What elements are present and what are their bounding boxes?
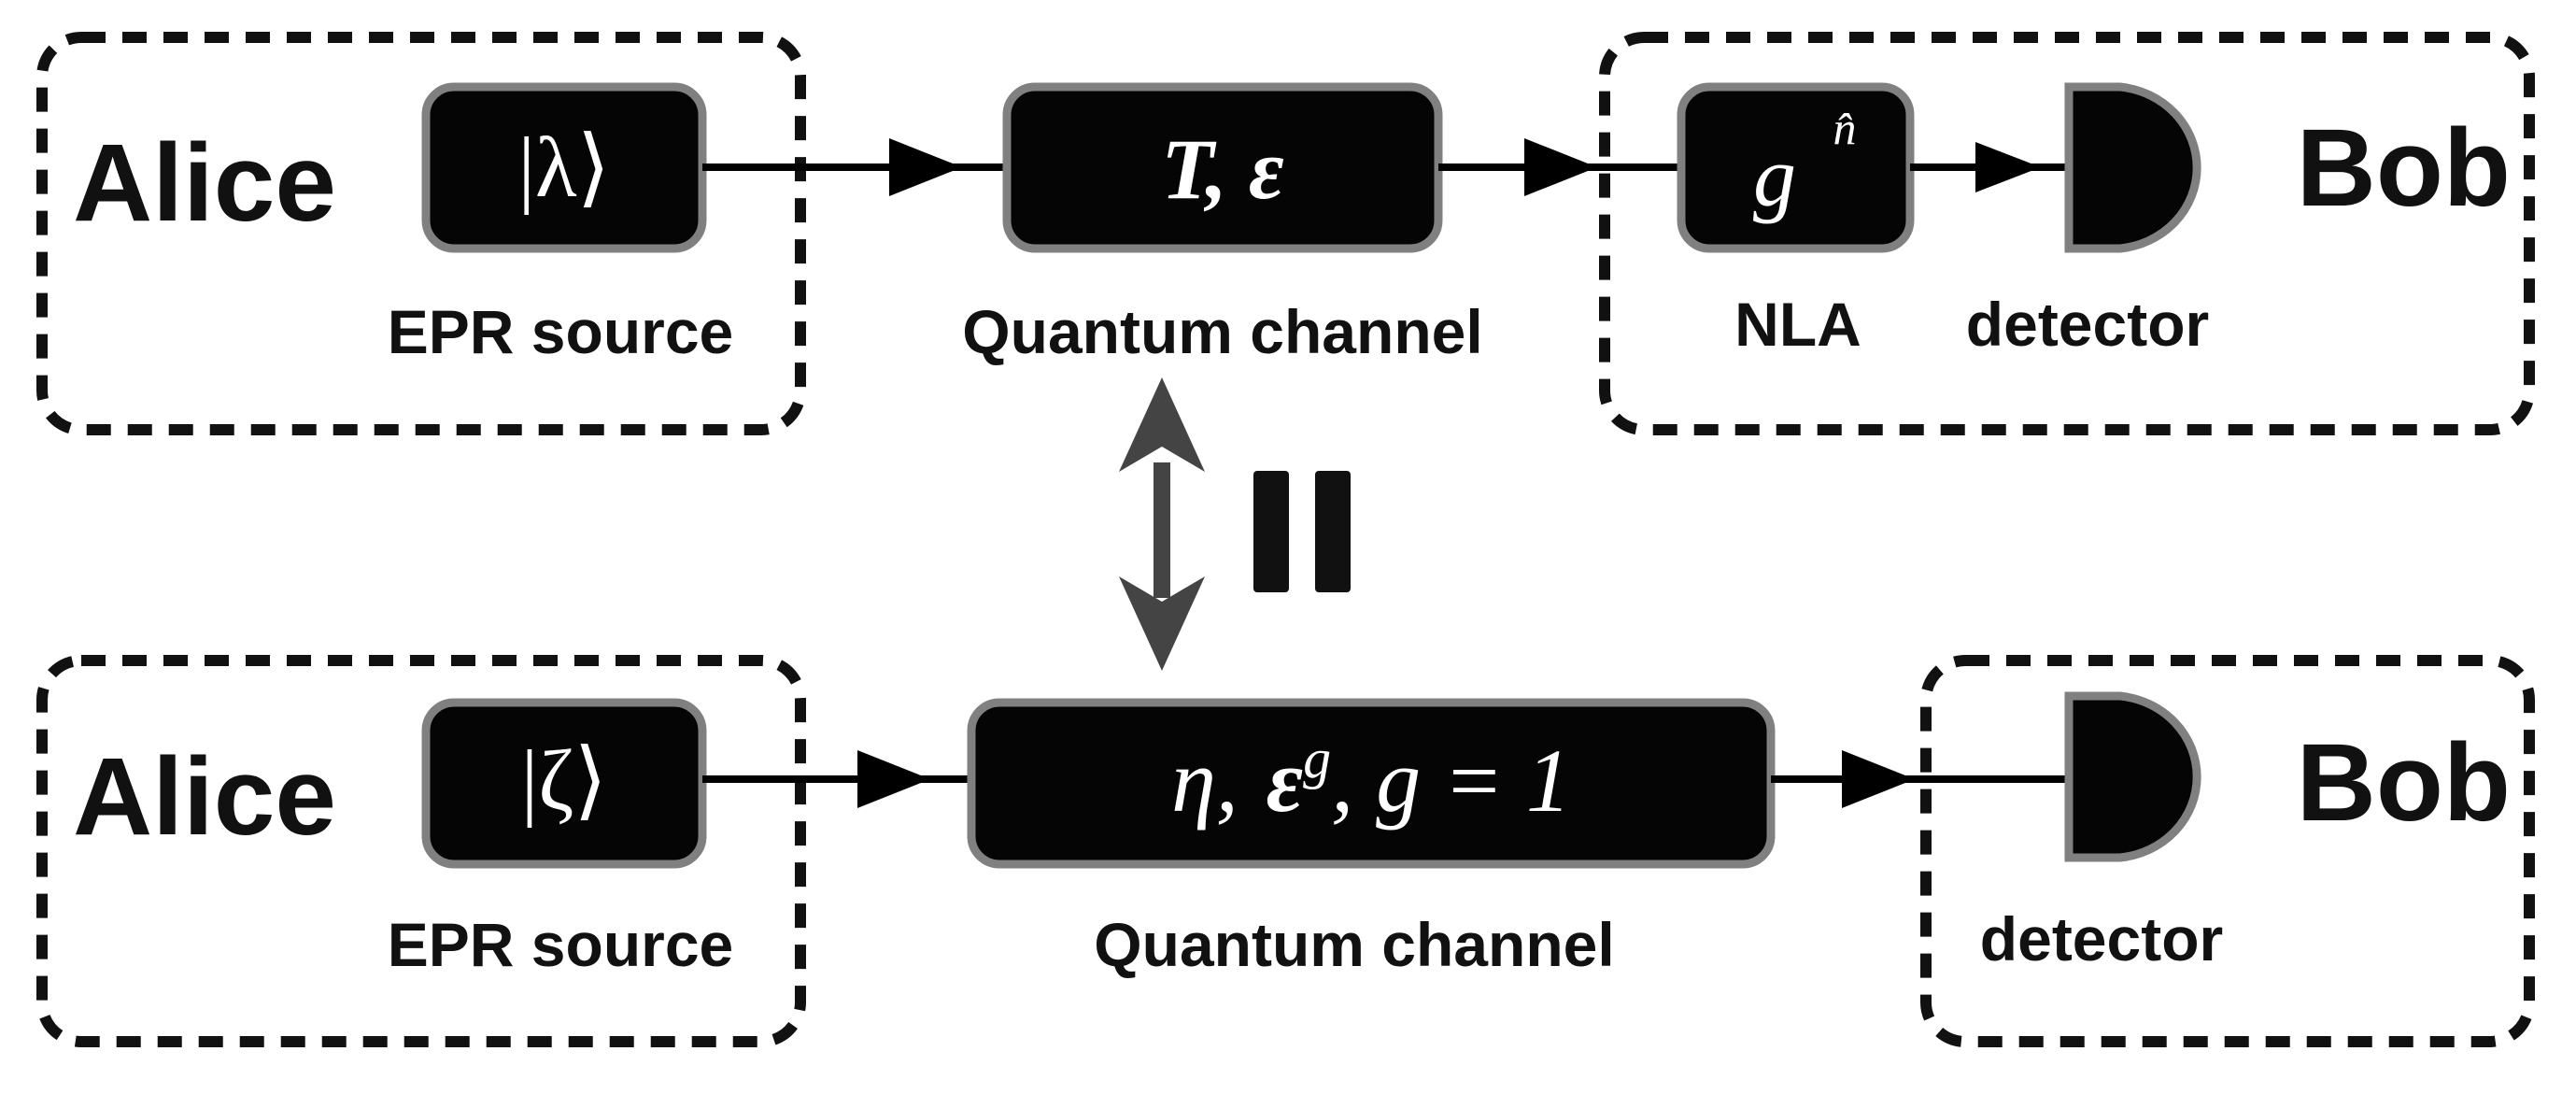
top-channel-params: T, ε bbox=[1161, 121, 1284, 217]
equivalence-arrow-down-icon bbox=[1119, 576, 1205, 671]
equivalence-marker bbox=[1119, 377, 1351, 671]
top-nla-symbol: g bbox=[1753, 129, 1796, 224]
top-arrowhead-2 bbox=[1524, 138, 1597, 196]
bottom-arrowhead-1 bbox=[857, 750, 930, 808]
bottom-channel-eps: ε bbox=[1267, 731, 1303, 831]
bottom-scheme: Alice |ζ⟩ EPR source η, εg, g = 1 Quantum… bbox=[36, 655, 2535, 1047]
top-nla-exponent: n̂ bbox=[1833, 102, 1857, 154]
top-source-state: |λ⟩ bbox=[518, 120, 611, 215]
equivalence-arrow-up-icon bbox=[1119, 377, 1205, 472]
bottom-alice-frame bbox=[36, 655, 806, 1047]
top-arrowhead-3 bbox=[1975, 142, 2041, 192]
top-channel-caption: Quantum channel bbox=[962, 297, 1482, 366]
bottom-channel-g-eq: , g = 1 bbox=[1331, 731, 1571, 831]
bottom-channel-params: η, εg, g = 1 bbox=[1171, 728, 1571, 831]
top-alice-label: Alice bbox=[73, 121, 336, 245]
top-detector-caption: detector bbox=[1966, 290, 2209, 359]
bottom-alice-label: Alice bbox=[73, 735, 336, 859]
top-source-caption: EPR source bbox=[388, 297, 733, 366]
bottom-source-caption: EPR source bbox=[388, 910, 733, 979]
bottom-channel-eta: η, bbox=[1171, 731, 1238, 831]
bottom-bob-label: Bob bbox=[2297, 721, 2511, 845]
top-arrowhead-1 bbox=[889, 138, 962, 196]
bottom-channel-eps-sup: g bbox=[1303, 728, 1331, 789]
top-bob-label: Bob bbox=[2297, 107, 2511, 230]
bottom-source-state: |ζ⟩ bbox=[521, 732, 607, 828]
equals-bar-right bbox=[1315, 471, 1351, 592]
bottom-arrowhead-2 bbox=[1842, 750, 1915, 808]
bottom-epr-source-block bbox=[421, 698, 707, 869]
bottom-detector-icon bbox=[2064, 691, 2201, 862]
bottom-quantum-channel-block bbox=[967, 698, 1776, 869]
bottom-bob-frame bbox=[1920, 655, 2535, 1047]
top-detector-icon bbox=[2064, 82, 2201, 253]
bottom-detector-caption: detector bbox=[1980, 904, 2223, 973]
equals-bar-left bbox=[1253, 471, 1289, 592]
top-bob-frame bbox=[1599, 32, 2535, 435]
top-nla-caption: NLA bbox=[1734, 290, 1861, 359]
bottom-channel-caption: Quantum channel bbox=[1094, 910, 1614, 979]
top-scheme: Alice |λ⟩ EPR source T, ε Quantum channe… bbox=[36, 32, 2535, 435]
top-alice-frame bbox=[36, 32, 806, 435]
